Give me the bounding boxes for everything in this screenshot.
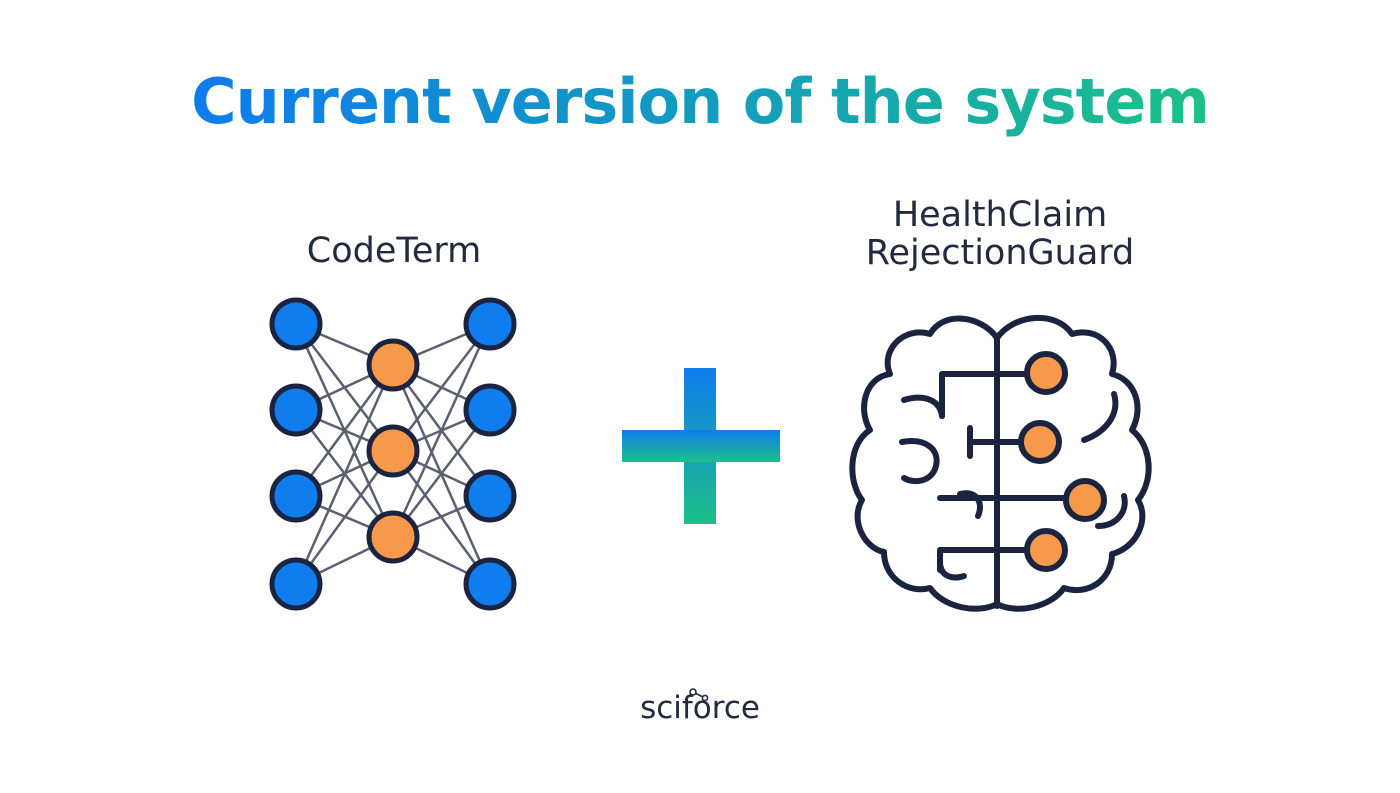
output-node: [463, 557, 517, 611]
network-edge: [391, 364, 492, 497]
network-edge: [294, 364, 395, 497]
hidden-node: [366, 338, 420, 392]
hidden-node: [366, 424, 420, 478]
codeterm-label: CodeTerm: [306, 231, 482, 271]
hidden-node: [366, 510, 420, 564]
plus-icon: [622, 368, 780, 524]
neural-network-icon: [269, 297, 517, 611]
network-edge: [391, 364, 492, 585]
network-edge: [294, 450, 395, 585]
input-node: [269, 469, 323, 523]
network-edge: [391, 450, 492, 585]
input-node: [269, 383, 323, 437]
output-node: [463, 297, 517, 351]
brand-network-mark-icon: [684, 688, 709, 702]
page-title: Current version of the system: [0, 62, 1400, 142]
input-node: [269, 297, 323, 351]
healthclaim-label-line1: HealthClaim: [892, 195, 1108, 235]
healthclaim-label-line2: RejectionGuard: [865, 233, 1135, 273]
output-node: [463, 383, 517, 437]
circuit-nodes: [1018, 351, 1107, 572]
output-node: [463, 469, 517, 523]
healthclaim-label: HealthClaim RejectionGuard: [800, 196, 1200, 272]
network-nodes: [269, 297, 517, 611]
brain-circuit-icon: [849, 314, 1152, 612]
network-edge: [294, 364, 395, 585]
input-node: [269, 557, 323, 611]
